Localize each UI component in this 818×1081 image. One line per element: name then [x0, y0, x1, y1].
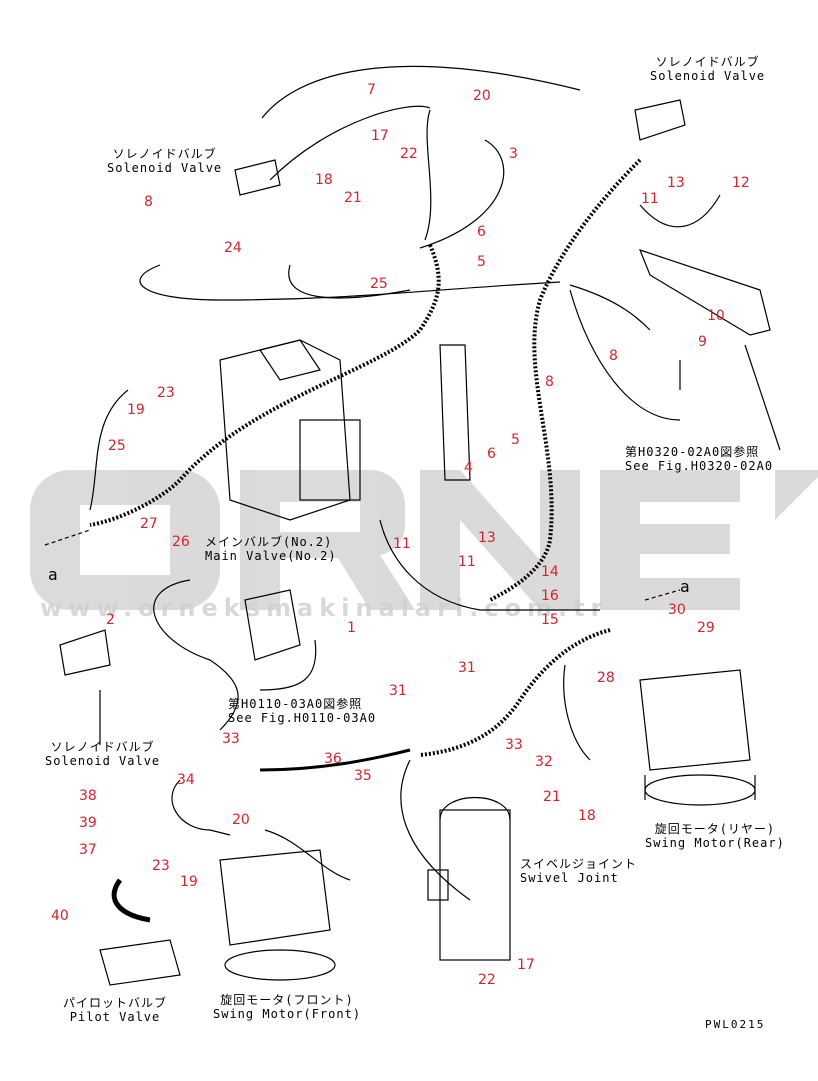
callout-5: 5	[477, 254, 486, 270]
callout-21: 21	[543, 789, 561, 805]
callout-11: 11	[641, 191, 659, 207]
callout-31: 31	[458, 660, 476, 676]
callout-22: 22	[400, 146, 418, 162]
callout-17: 17	[371, 128, 389, 144]
callout-24: 24	[224, 240, 242, 256]
callout-19: 19	[127, 402, 145, 418]
label-swing-motor-front: 旋回モータ(フロント) Swing Motor(Front)	[213, 993, 361, 1021]
callout-27: 27	[140, 516, 158, 532]
label-jp: 第H0320-02A0図参照	[625, 445, 760, 459]
callout-6: 6	[487, 446, 496, 462]
callout-2: 2	[106, 612, 115, 628]
callout-31: 31	[389, 683, 407, 699]
callout-40: 40	[51, 908, 69, 924]
label-en: Swing Motor(Rear)	[645, 836, 785, 850]
label-swing-motor-rear: 旋回モータ(リヤー) Swing Motor(Rear)	[645, 822, 785, 850]
callout-33: 33	[222, 731, 240, 747]
callout-35: 35	[354, 768, 372, 784]
label-jp: 第H0110-03A0図参照	[228, 697, 363, 711]
callout-33: 33	[505, 737, 523, 753]
label-jp: スイベルジョイント	[520, 857, 638, 871]
label-en: Swing Motor(Front)	[213, 1007, 362, 1021]
label-en: Pilot Valve	[69, 1010, 161, 1024]
callout-18: 18	[315, 172, 333, 188]
watermark-url: www.orneksmakinalari.com.tr	[40, 594, 609, 622]
callout-38: 38	[79, 788, 97, 804]
callout-36: 36	[324, 751, 342, 767]
callout-9: 9	[698, 334, 707, 350]
marker-a-right: a	[680, 577, 691, 596]
label-main-valve: メインバルブ(No.2) Main Valve(No.2)	[205, 535, 337, 563]
callout-21: 21	[344, 190, 362, 206]
callout-12: 12	[732, 175, 750, 191]
callout-25: 25	[370, 276, 388, 292]
callout-8: 8	[545, 374, 554, 390]
callout-15: 15	[541, 612, 559, 628]
label-jp: メインバルブ(No.2)	[205, 535, 333, 549]
label-ref-h0320: 第H0320-02A0図参照 See Fig.H0320-02A0	[625, 445, 773, 473]
callout-14: 14	[541, 564, 559, 580]
callout-23: 23	[152, 858, 170, 874]
label-jp: 旋回モータ(リヤー)	[654, 822, 776, 836]
watermark-logo	[30, 470, 818, 610]
callout-30: 30	[668, 602, 686, 618]
callout-11: 11	[458, 554, 476, 570]
callout-13: 13	[667, 175, 685, 191]
callout-28: 28	[597, 670, 615, 686]
callout-7: 7	[367, 82, 376, 98]
label-solenoid-valve-top-right: ソレノイドバルブ Solenoid Valve	[650, 55, 765, 83]
callout-1: 1	[347, 620, 356, 636]
label-en: See Fig.H0320-02A0	[625, 459, 774, 473]
callout-3: 3	[509, 146, 518, 162]
callout-37: 37	[79, 842, 97, 858]
callout-20: 20	[232, 812, 250, 828]
callout-25: 25	[108, 438, 126, 454]
label-jp: ソレノイドバルブ	[655, 55, 760, 69]
callout-8: 8	[144, 194, 153, 210]
callout-19: 19	[180, 874, 198, 890]
callout-16: 16	[541, 588, 559, 604]
label-en: Solenoid Valve	[107, 161, 223, 175]
callout-26: 26	[172, 534, 190, 550]
label-en: Solenoid Valve	[45, 754, 161, 768]
label-swivel-joint: スイベルジョイント Swivel Joint	[520, 857, 637, 885]
label-en: See Fig.H0110-03A0	[228, 711, 377, 725]
callout-13: 13	[478, 530, 496, 546]
callout-4: 4	[464, 460, 473, 476]
label-jp: パイロットバルブ	[63, 996, 168, 1010]
callout-29: 29	[697, 620, 715, 636]
callout-8: 8	[609, 348, 618, 364]
callout-18: 18	[578, 808, 596, 824]
label-jp: ソレノイドバルブ	[112, 147, 217, 161]
callout-22: 22	[478, 972, 496, 988]
label-ref-h0110: 第H0110-03A0図参照 See Fig.H0110-03A0	[228, 697, 376, 725]
callout-5: 5	[511, 432, 520, 448]
callout-11: 11	[393, 536, 411, 552]
marker-a-left: a	[48, 565, 59, 584]
callout-6: 6	[477, 224, 486, 240]
label-pilot-valve: パイロットバルブ Pilot Valve	[63, 996, 167, 1024]
callout-39: 39	[79, 815, 97, 831]
label-en: Solenoid Valve	[650, 69, 766, 83]
callout-23: 23	[157, 385, 175, 401]
label-en: Main Valve(No.2)	[205, 549, 337, 563]
callout-10: 10	[707, 308, 725, 324]
label-en: Swivel Joint	[520, 871, 619, 885]
label-solenoid-valve-left: ソレノイドバルブ Solenoid Valve	[45, 740, 160, 768]
label-solenoid-valve-top-left: ソレノイドバルブ Solenoid Valve	[107, 147, 222, 175]
callout-17: 17	[517, 957, 535, 973]
label-jp: 旋回モータ(フロント)	[220, 993, 354, 1007]
label-jp: ソレノイドバルブ	[50, 740, 155, 754]
drawing-code: PWL0215	[705, 1018, 766, 1031]
callout-32: 32	[535, 754, 553, 770]
callout-34: 34	[177, 772, 195, 788]
callout-20: 20	[473, 88, 491, 104]
